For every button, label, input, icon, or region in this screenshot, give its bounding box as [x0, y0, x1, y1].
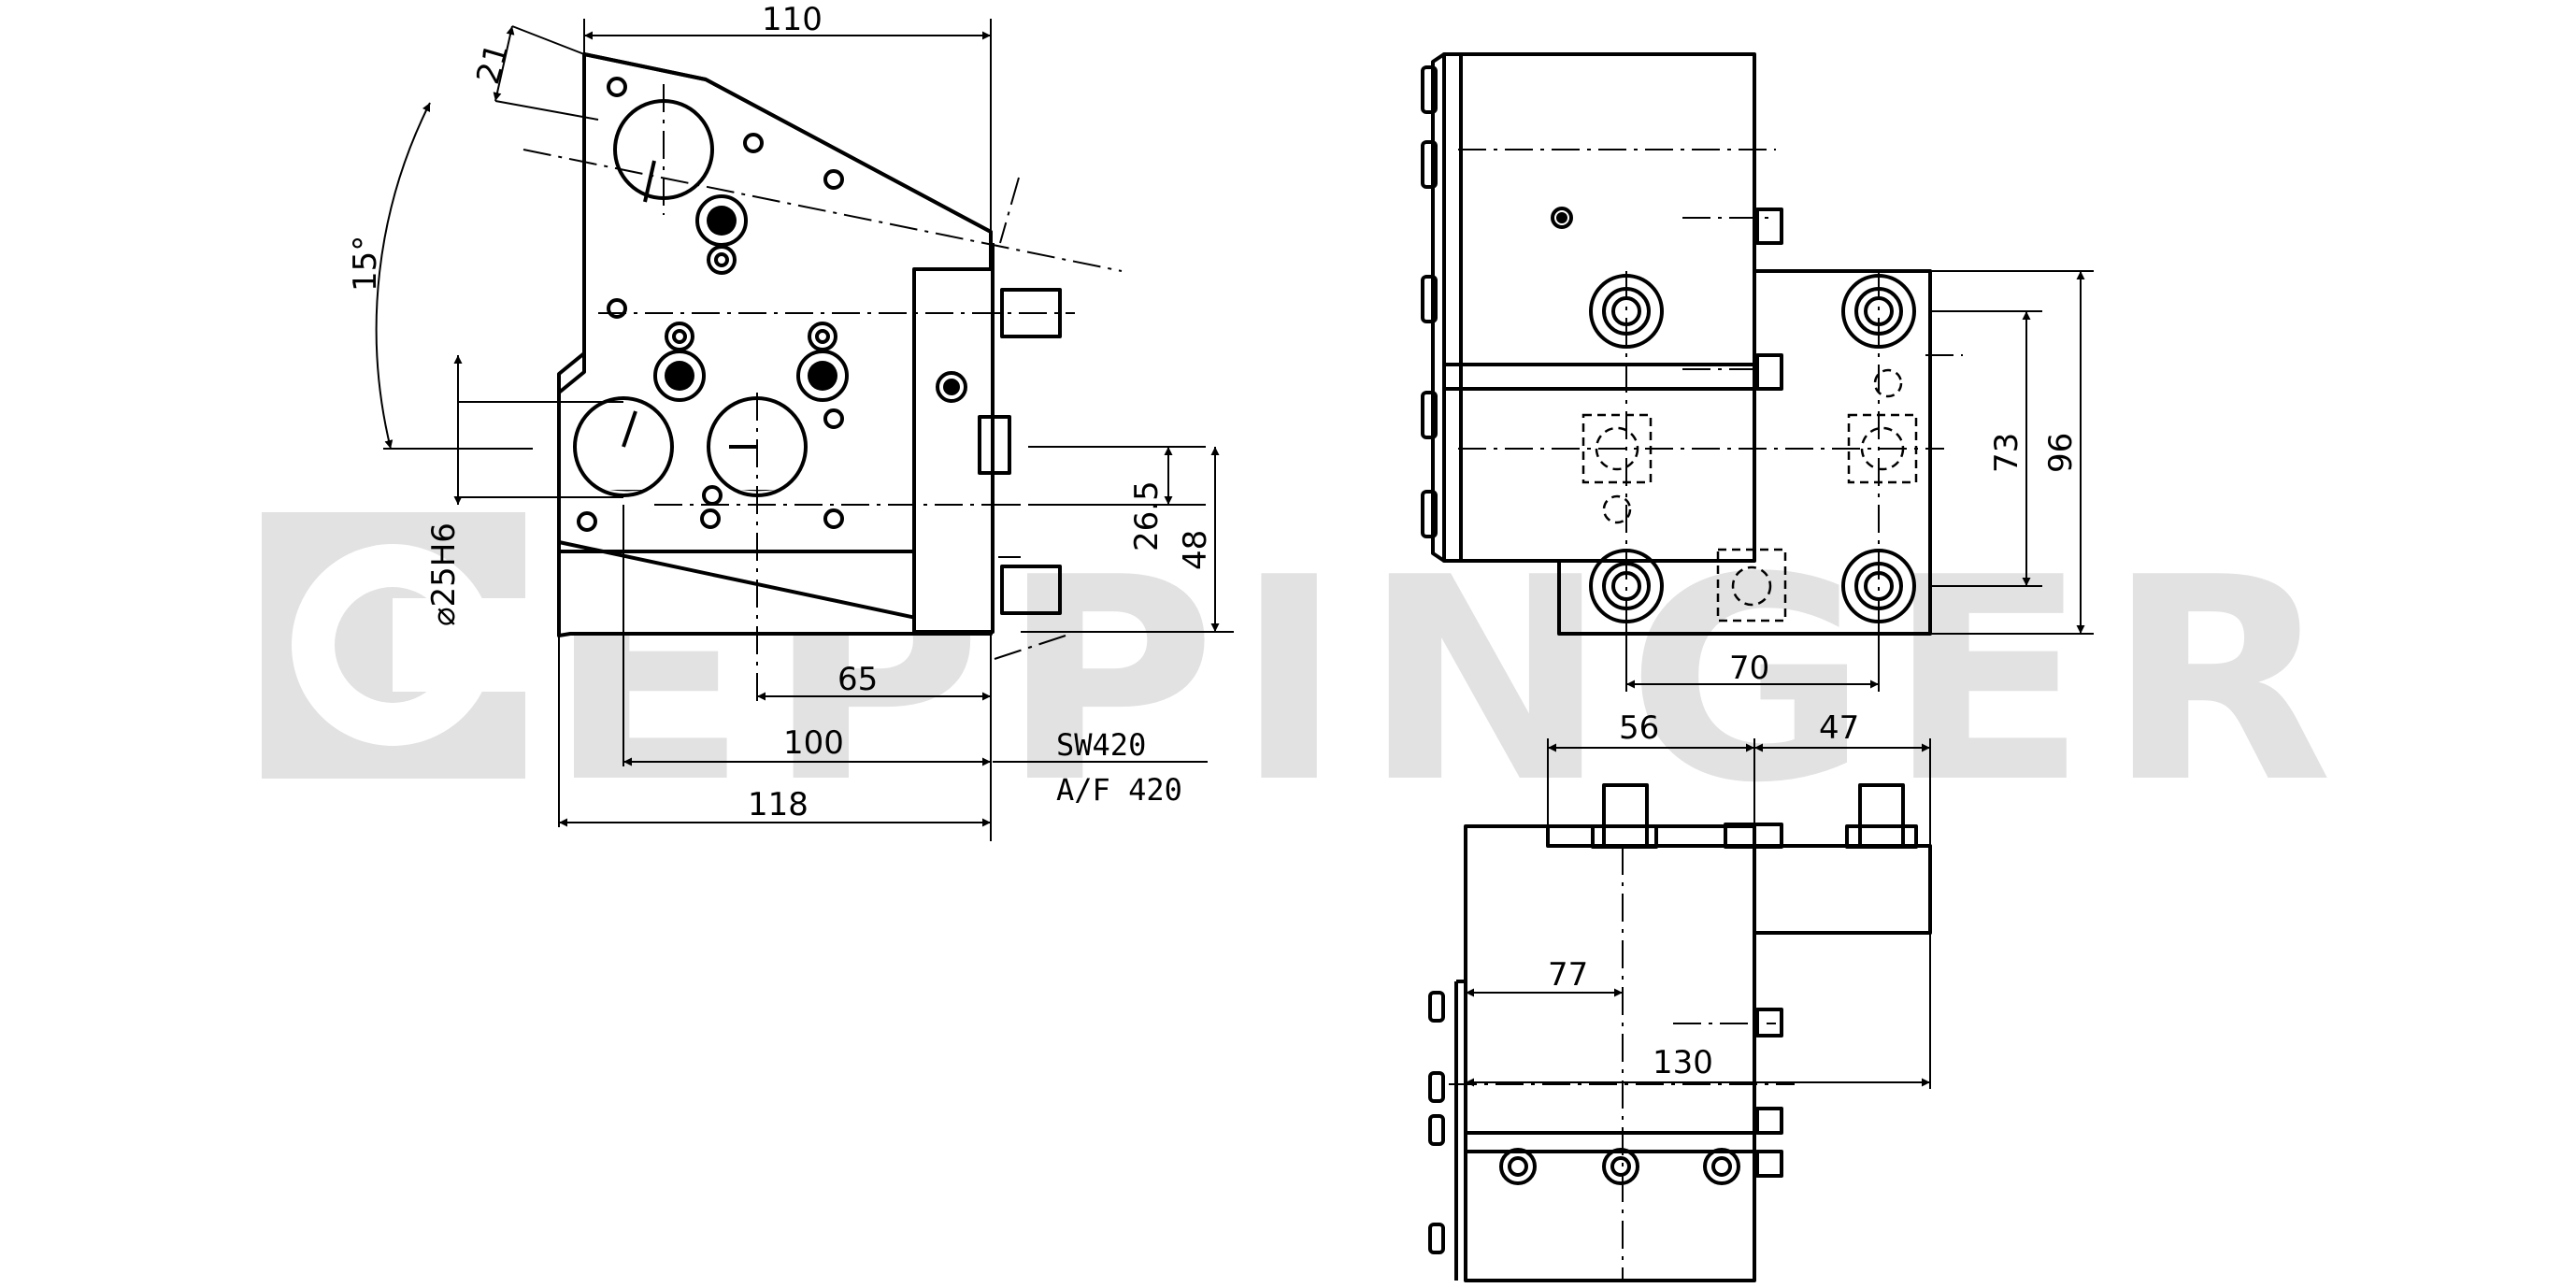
front-view [522, 52, 1159, 692]
eppinger-logo-icon [262, 512, 525, 779]
top-bolts [1499, 1148, 1740, 1185]
coolant-port-2 [653, 322, 706, 402]
top-view [1428, 783, 1932, 1282]
front-dimensions: 110 21 15° ⌀25H6 26.5 48 65 100 118 SW42… [347, 1, 1234, 841]
dim-65: 65 [837, 661, 878, 698]
coolant-port-4 [936, 371, 967, 403]
top-dimensions: 56 47 77 130 [1466, 709, 1931, 1089]
dim-77: 77 [1548, 956, 1588, 994]
dim-73: 73 [1988, 433, 2025, 473]
top-nubs [1428, 991, 1445, 1254]
dim-96: 96 [2042, 433, 2080, 473]
clamp-pin-bottom [1000, 565, 1062, 615]
coolant-port-1 [695, 194, 748, 275]
serration-slot [978, 415, 1011, 475]
dim-47: 47 [1819, 709, 1859, 747]
front-body-outline [557, 52, 993, 636]
dim-26-5: 26.5 [1128, 480, 1166, 551]
dim-angle-15: 15° [347, 236, 384, 292]
dim-21: 21 [469, 39, 516, 89]
screw-holes [577, 77, 844, 532]
side-nubs [1421, 65, 1438, 538]
dim-118: 118 [748, 786, 809, 823]
dim-56: 56 [1619, 709, 1659, 747]
dim-110: 110 [762, 1, 823, 38]
bore-left [573, 396, 674, 497]
dim-af-420: A/F 420 [1056, 772, 1182, 808]
dim-70: 70 [1729, 650, 1769, 687]
side-dimensions: 73 96 70 [1625, 270, 2094, 692]
clamp-pin-top [1000, 288, 1062, 338]
coolant-port-3 [796, 322, 849, 402]
dim-bore-25h6: ⌀25H6 [425, 522, 463, 626]
dim-sw-420: SW420 [1056, 727, 1146, 763]
dim-130: 130 [1653, 1044, 1713, 1081]
side-body [1442, 52, 1756, 563]
dim-48: 48 [1177, 530, 1214, 570]
dim-100: 100 [783, 724, 844, 762]
